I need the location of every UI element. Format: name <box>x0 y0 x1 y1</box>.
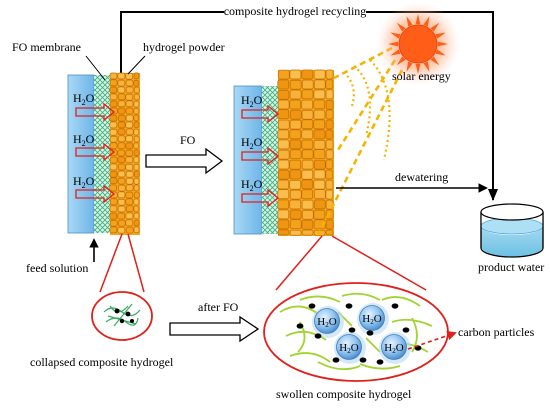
polymer-network <box>279 292 433 371</box>
fo-process-arrow <box>145 147 224 175</box>
after-fo-label: after FO <box>198 300 239 314</box>
water-label-6: H2O <box>241 177 263 193</box>
hydrogel-powder-pointer <box>127 55 146 75</box>
water-flow-arrows-2 <box>241 104 280 208</box>
svg-text:H2O: H2O <box>384 342 403 355</box>
water-label-4: H2O <box>241 93 263 109</box>
carbon-particles-label: carbon particles <box>458 325 535 339</box>
feed-solution-label: feed solution <box>26 261 88 275</box>
water-label-1: H2O <box>73 91 95 107</box>
hydrogel-powder-label: hydrogel powder <box>143 40 225 54</box>
water-label-5: H2O <box>241 135 263 151</box>
product-water-tank-icon <box>480 203 544 258</box>
svg-text:H2O: H2O <box>339 342 358 355</box>
solar-energy-label: solar energy <box>392 69 451 83</box>
carbon-particles-pointer <box>407 330 457 350</box>
collapsed-zoom-callout <box>91 233 153 341</box>
product-water-label: product water <box>478 260 544 274</box>
right-membrane-module: H2O H2O H2O <box>233 69 334 236</box>
collapsed-hydrogel-label: collapsed composite hydrogel <box>30 355 174 369</box>
dewatering-label: dewatering <box>395 170 448 184</box>
svg-text:H2O: H2O <box>362 313 381 326</box>
hydrogel-particles <box>109 72 140 234</box>
svg-text:H2O: H2O <box>317 316 336 329</box>
sun-icon <box>376 2 460 86</box>
carbon-particle-dots <box>296 303 422 365</box>
swollen-hydrogel-label: swollen composite hydrogel <box>276 387 412 401</box>
recycling-label: composite hydrogel recycling <box>224 4 367 18</box>
swollen-hydrogel-particles <box>277 69 334 236</box>
fo-membrane-pointer <box>85 55 106 81</box>
fo-label: FO <box>180 133 196 147</box>
fo-membrane-layer <box>94 75 110 233</box>
feed-side-panel <box>67 74 95 234</box>
fo-membrane-label: FO membrane <box>12 40 81 54</box>
left-membrane-module: H2O H2O H2O <box>67 72 140 235</box>
water-flow-arrows <box>75 102 116 204</box>
water-label-3: H2O <box>73 174 95 190</box>
after-fo-arrow <box>169 315 260 343</box>
fo-membrane-layer-2 <box>262 86 278 234</box>
water-label-2: H2O <box>73 132 95 148</box>
